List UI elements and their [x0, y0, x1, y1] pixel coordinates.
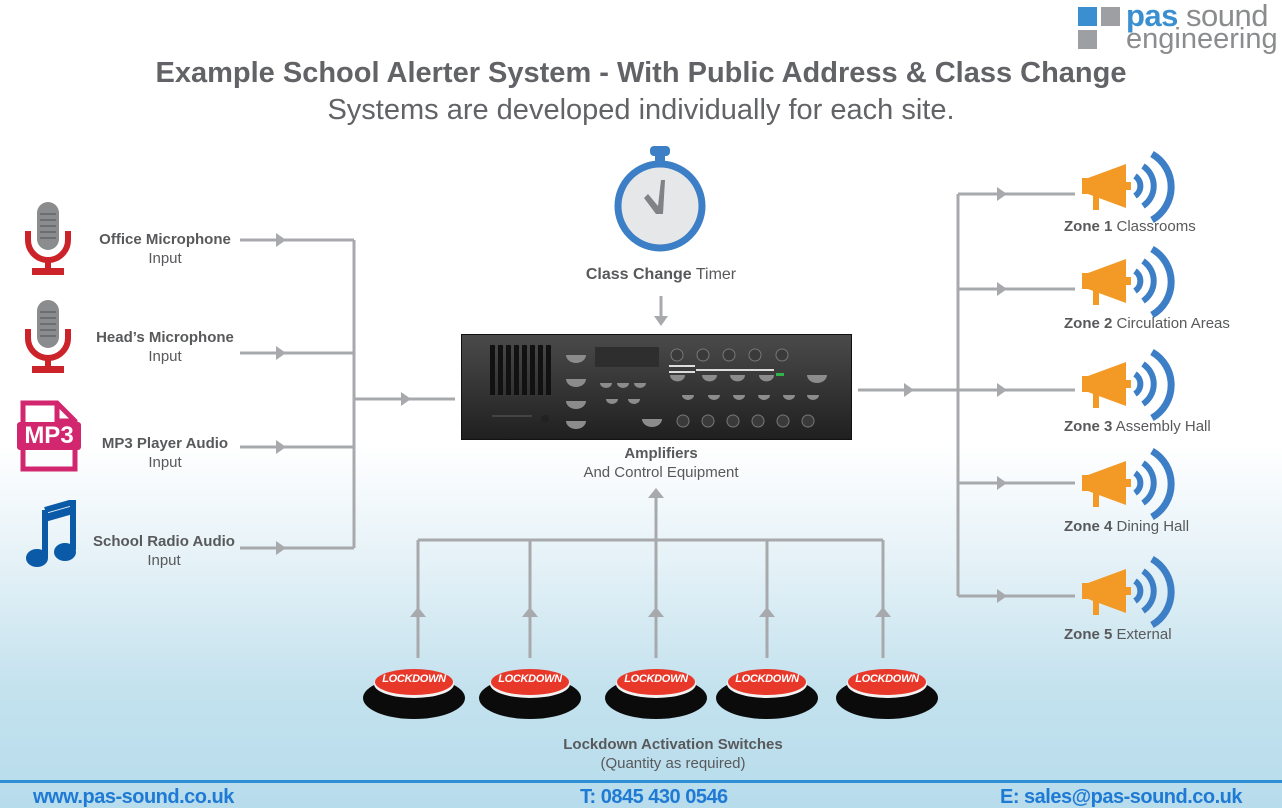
- zone-label: Zone 5 External: [1064, 626, 1172, 643]
- arrow-icon: [276, 440, 286, 454]
- megaphone-icon: [1082, 348, 1175, 422]
- arrow-icon: [997, 187, 1007, 201]
- mp3-file-icon: MP3: [17, 400, 81, 472]
- logo-square-blue: [1078, 7, 1097, 26]
- zone-label: Zone 2 Circulation Areas: [1064, 315, 1230, 332]
- arrow-up-icon: [759, 607, 775, 617]
- arrow-icon: [904, 383, 914, 397]
- arrow-up-icon: [648, 488, 664, 498]
- megaphone-icon: [1082, 245, 1175, 319]
- footer-website-link[interactable]: www.pas-sound.co.uk: [33, 786, 234, 808]
- megaphone-icon: [1082, 150, 1175, 224]
- microphone-icon: [25, 202, 71, 275]
- arrow-icon: [997, 383, 1007, 397]
- lockdown-button: LOCKDOWN: [478, 660, 582, 720]
- arrow-up-icon: [875, 607, 891, 617]
- megaphone-icon: [1082, 555, 1175, 629]
- lockdown-button: LOCKDOWN: [604, 660, 708, 720]
- logo-tagline: engineering: [1126, 23, 1278, 55]
- zone-label: Zone 4 Dining Hall: [1064, 518, 1190, 535]
- arrow-icon: [276, 233, 286, 247]
- footer-email-link[interactable]: E: sales@pas-sound.co.uk: [1000, 786, 1243, 808]
- lockdown-button: LOCKDOWN: [362, 660, 466, 720]
- arrow-up-icon: [410, 607, 426, 617]
- arrow-down-icon: [654, 316, 668, 326]
- footer-phone: T: 0845 430 0546: [580, 786, 728, 808]
- music-note-icon: [26, 500, 76, 567]
- lockdown-button-label: LOCKDOWN: [855, 673, 919, 685]
- lockdown-button-label: LOCKDOWN: [624, 673, 688, 685]
- timer-label: Class Change Timer: [585, 266, 737, 283]
- logo-square-grey: [1101, 7, 1120, 26]
- footer-divider: [0, 780, 1282, 783]
- stopwatch-icon: [614, 146, 706, 252]
- page-subtitle: Systems are developed individually for e…: [327, 94, 955, 126]
- logo-wordmark: pas sound: [1126, 0, 1269, 33]
- page-title: Example School Alerter System - With Pub…: [155, 57, 1127, 89]
- arrow-icon: [401, 392, 411, 406]
- zone-label: Zone 1 Classrooms: [1064, 218, 1196, 235]
- arrow-icon: [276, 346, 286, 360]
- arrow-up-icon: [522, 607, 538, 617]
- microphone-icon: [25, 300, 71, 373]
- lockdown-button-label: LOCKDOWN: [498, 673, 562, 685]
- lockdown-button-label: LOCKDOWN: [382, 673, 446, 685]
- logo-square-grey-2: [1078, 30, 1097, 49]
- amplifier-unit: [461, 334, 852, 440]
- arrow-icon: [997, 589, 1007, 603]
- lockdown-label: Lockdown Activation Switches(Quantity as…: [563, 736, 783, 772]
- megaphone-icon: [1082, 447, 1175, 521]
- arrow-icon: [997, 282, 1007, 296]
- zone-label: Zone 3 Assembly Hall: [1064, 418, 1211, 435]
- lockdown-button: LOCKDOWN: [835, 660, 939, 720]
- lockdown-button-label: LOCKDOWN: [735, 673, 799, 685]
- lockdown-button: LOCKDOWN: [715, 660, 819, 720]
- arrow-icon: [997, 476, 1007, 490]
- mp3-icon-text: MP3: [24, 422, 74, 449]
- arrow-icon: [276, 541, 286, 555]
- arrow-up-icon: [648, 607, 664, 617]
